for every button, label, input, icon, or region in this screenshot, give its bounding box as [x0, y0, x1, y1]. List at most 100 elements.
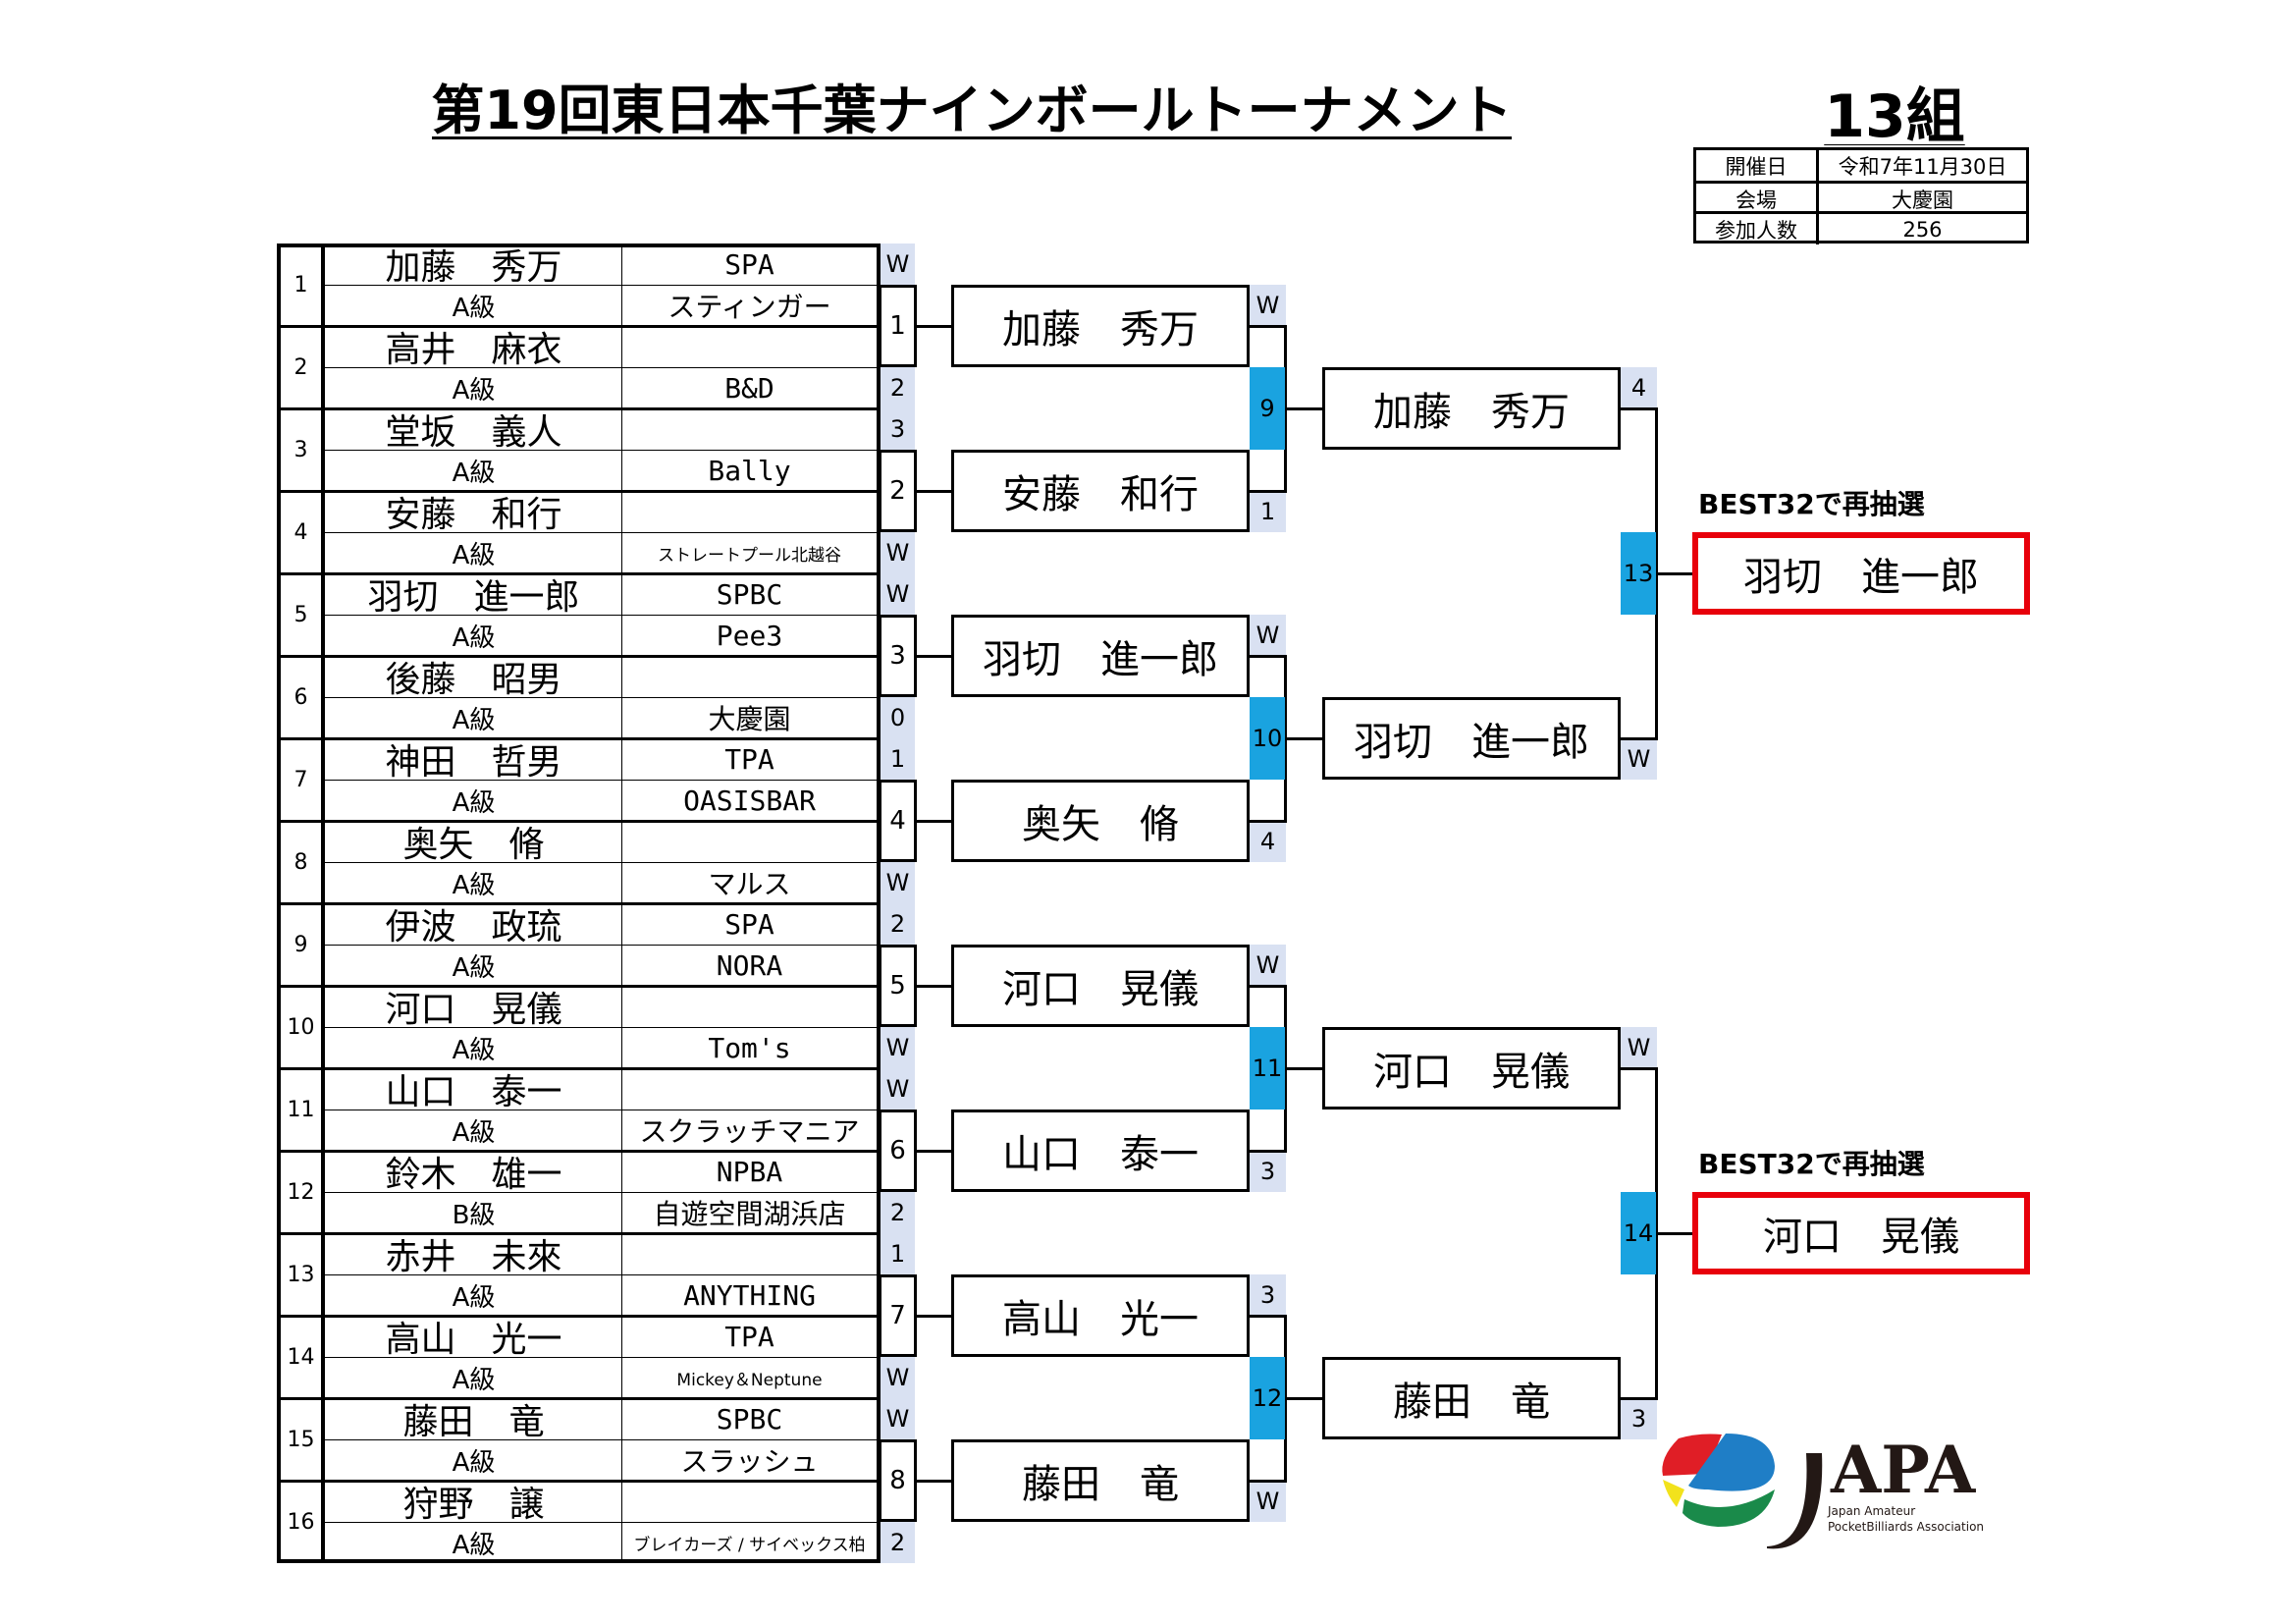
- seed-number: 14: [287, 1344, 315, 1370]
- match-number: 13: [1621, 532, 1656, 615]
- connector-line: [1286, 737, 1323, 740]
- score-cell: W: [1250, 1481, 1286, 1522]
- group-label: 13組: [1824, 81, 1965, 146]
- bracket-line: [1250, 655, 1286, 658]
- score-cell: 2: [881, 903, 915, 945]
- row-divider: [325, 450, 877, 451]
- match-number: 3: [879, 615, 917, 697]
- slot-divider: [281, 737, 877, 740]
- connector-line: [917, 1315, 952, 1318]
- round3-player-box: 藤田 竜: [1322, 1357, 1621, 1439]
- score-cell: W: [881, 1357, 915, 1398]
- score-cell: W: [881, 1027, 915, 1068]
- match-number: 11: [1250, 1027, 1285, 1110]
- match-number: 9: [1250, 367, 1285, 450]
- row-divider: [325, 532, 877, 533]
- slot-divider: [281, 1480, 877, 1483]
- info-value: 令和7年11月30日: [1838, 154, 2007, 179]
- player-name: 加藤 秀万: [385, 247, 562, 285]
- info-label: 会場: [1696, 184, 1819, 214]
- score-cell: 2: [881, 367, 915, 408]
- score-cell: W: [1250, 945, 1286, 986]
- player-name: 狩野 譲: [402, 1485, 545, 1522]
- player-club: NORA: [716, 948, 783, 982]
- svg-text:PocketBilliards Association: PocketBilliards Association: [1828, 1520, 1984, 1534]
- seed-number: 4: [294, 519, 308, 545]
- player-name: 鈴木 雄一: [385, 1155, 562, 1192]
- score-cell: W: [881, 862, 915, 903]
- bracket-line: [1250, 325, 1286, 328]
- slot-divider: [281, 985, 877, 988]
- player-club: Bally: [708, 454, 791, 487]
- info-row-venue: 会場 大慶園: [1696, 181, 2026, 214]
- finalist-box: 河口 晃儀: [1692, 1192, 2030, 1274]
- player-name: 後藤 昭男: [385, 660, 562, 697]
- player-grade: A級: [452, 705, 496, 735]
- connector-line: [917, 820, 952, 823]
- player-club: マルス: [708, 868, 791, 900]
- player-name: 奥矢 脩: [402, 825, 545, 862]
- match-number: 4: [879, 780, 917, 862]
- bracket-line: [1250, 985, 1286, 988]
- score-cell: W: [881, 1398, 915, 1439]
- player-club: スクラッチマニア: [639, 1115, 860, 1148]
- score-cell: 2: [881, 1192, 915, 1233]
- row-divider: [325, 1027, 877, 1028]
- connector-line: [1286, 407, 1323, 410]
- player-name: 神田 哲男: [385, 742, 562, 780]
- round2-player-box: 河口 晃儀: [951, 945, 1250, 1027]
- player-grade: A級: [452, 1530, 496, 1560]
- score-cell: 1: [1250, 491, 1286, 532]
- player-club: [622, 1481, 877, 1522]
- info-row-date: 開催日 令和7年11月30日: [1696, 150, 2026, 181]
- round2-player-box: 加藤 秀万: [951, 285, 1250, 367]
- seed-number: 2: [294, 354, 308, 380]
- info-value: 大慶園: [1892, 188, 1953, 212]
- japa-logo: APA Japan Amateur PocketBilliards Associ…: [1662, 1432, 1984, 1549]
- player-name: 藤田 竜: [402, 1402, 545, 1439]
- round2-player-box: 安藤 和行: [951, 450, 1250, 532]
- player-name: 羽切 進一郎: [367, 577, 580, 615]
- player-grade: A級: [452, 870, 496, 900]
- score-cell: 0: [881, 697, 915, 738]
- player-grade: A級: [452, 787, 496, 818]
- player-club: [622, 1233, 877, 1274]
- player-club: [622, 1068, 877, 1110]
- match-number: 2: [879, 450, 917, 532]
- seed-number: 6: [294, 684, 308, 710]
- player-grade: A級: [452, 952, 496, 983]
- bracket-line: [1284, 325, 1287, 493]
- connector-line: [917, 1150, 952, 1153]
- score-cell: 4: [1621, 367, 1657, 408]
- player-club: スティンガー: [667, 291, 831, 323]
- bracket-line: [1284, 1315, 1287, 1483]
- row-divider: [325, 1274, 877, 1275]
- seed-number: 10: [287, 1014, 315, 1040]
- player-club: OASISBAR: [683, 784, 816, 817]
- bracket-line: [1621, 1397, 1657, 1400]
- round3-player-box: 河口 晃儀: [1322, 1027, 1621, 1110]
- player-club: [622, 491, 877, 532]
- player-club: Pee3: [716, 619, 783, 652]
- row-divider: [325, 367, 877, 368]
- match-number: 5: [879, 945, 917, 1027]
- player-name: 赤井 未來: [385, 1237, 562, 1274]
- player-club: ストレートプール北越谷: [658, 545, 841, 566]
- bracket-line: [1250, 1150, 1286, 1153]
- player-grade: A級: [452, 458, 496, 488]
- player-grade: A級: [452, 1035, 496, 1065]
- player-club: [622, 986, 877, 1027]
- seed-number: 9: [294, 932, 308, 957]
- player-name: 堂坂 義人: [385, 412, 562, 450]
- match-number: 7: [879, 1274, 917, 1357]
- row-divider: [325, 780, 877, 781]
- bracket-line: [1655, 1067, 1658, 1400]
- player-name: 河口 晃儀: [385, 990, 562, 1027]
- info-value: 256: [1902, 217, 1943, 242]
- bracket-line: [1621, 407, 1657, 410]
- round2-player-box: 羽切 進一郎: [951, 615, 1250, 697]
- round3-player-box: 加藤 秀万: [1322, 367, 1621, 450]
- bracket-line: [1250, 820, 1286, 823]
- finalist-box: 羽切 進一郎: [1692, 532, 2030, 615]
